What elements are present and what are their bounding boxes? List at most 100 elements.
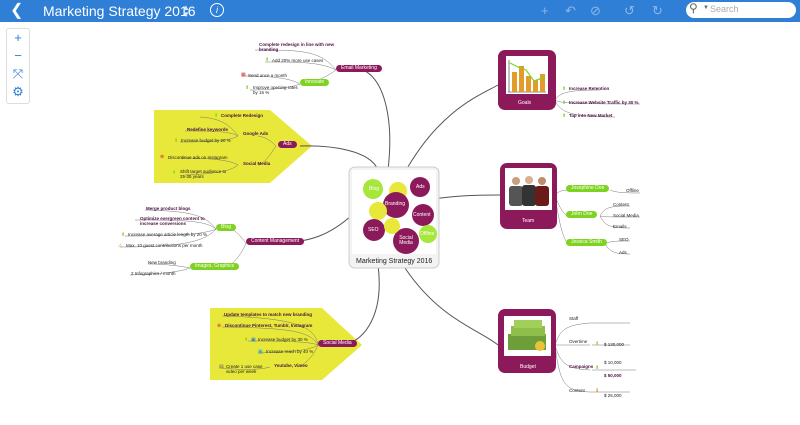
email-item-redesign[interactable]: Complete redesign in line with new brand… bbox=[259, 42, 335, 52]
budget-label[interactable]: Budget bbox=[520, 364, 536, 370]
budget-money-image bbox=[508, 320, 546, 351]
connect-icon[interactable]: ↶ bbox=[565, 3, 576, 18]
ads-item-budget[interactable]: Increase budget by 20 % bbox=[181, 138, 231, 143]
social-item-reach[interactable]: Increase reach by 40 % bbox=[266, 349, 314, 354]
social-highlight bbox=[210, 308, 362, 380]
content-item-evergreen[interactable]: Optimize evergreen content to increase c… bbox=[140, 216, 205, 226]
arrow-up-icon-7: ⬆ bbox=[244, 337, 249, 343]
sub-connectors bbox=[119, 49, 641, 393]
role-seo[interactable]: SEO bbox=[619, 237, 629, 242]
email-item-frequency[interactable]: Send once a month bbox=[248, 73, 288, 78]
team-label[interactable]: Team bbox=[522, 218, 535, 224]
role-emails[interactable]: Emails bbox=[613, 224, 627, 229]
budget-overtime-value[interactable]: $ 10,000 bbox=[604, 360, 622, 365]
arrow-up-icon-12: ⬆ bbox=[595, 365, 600, 371]
content-management-node[interactable]: Content Management bbox=[246, 238, 305, 245]
arrow-up-icon-10: ⬆ bbox=[562, 113, 567, 119]
budget-staff[interactable]: Staff bbox=[569, 316, 579, 321]
bubble-branding: Branding bbox=[385, 201, 406, 207]
budget-content[interactable]: Content bbox=[569, 388, 585, 393]
settings-icon[interactable]: ⚙ bbox=[12, 84, 24, 99]
goals-label[interactable]: Goals bbox=[518, 100, 532, 106]
youtube-vimeo-node[interactable]: Youtube, Vimeo bbox=[274, 363, 308, 368]
social-item-discontinue[interactable]: Discontinue Pinterest, Tumblr, Instagram bbox=[225, 323, 313, 328]
arrow-up-icon-9: ⬆ bbox=[562, 100, 567, 106]
bubble-content: Content bbox=[413, 212, 431, 218]
ads-item-instagram[interactable]: Discontinue ads on Instagram bbox=[168, 155, 228, 160]
undo-icon[interactable]: ↺ bbox=[624, 3, 635, 18]
role-ads[interactable]: Ads bbox=[619, 250, 627, 255]
cancel-icon-2: ⊗ bbox=[217, 323, 222, 329]
role-content[interactable]: Content bbox=[613, 202, 629, 207]
content-item-length[interactable]: Increase average article length by 20 % bbox=[128, 232, 208, 237]
arrow-up-icon: ⬆ bbox=[265, 57, 270, 63]
email-marketing-node[interactable]: Email Marketing bbox=[336, 65, 382, 72]
member-jessica[interactable]: Jessica Smith bbox=[566, 239, 607, 246]
role-social-media[interactable]: Social Media bbox=[613, 213, 639, 218]
chevron-down-icon[interactable]: ▼ bbox=[703, 5, 709, 11]
social-item-budget[interactable]: Increase budget by 30 % bbox=[258, 337, 308, 342]
ads-item-redesign[interactable]: Complete Redesign bbox=[221, 113, 264, 118]
search-input[interactable]: Search bbox=[710, 4, 739, 14]
blog-node[interactable]: Blog bbox=[216, 224, 237, 231]
zoom-controls: + − ⤧ ⚙ bbox=[6, 28, 30, 104]
zoom-out-icon[interactable]: − bbox=[14, 48, 22, 63]
goal-retention[interactable]: Increase Retention bbox=[569, 86, 610, 91]
arrow-down-icon: ⬇ bbox=[595, 388, 600, 394]
title-menu-icon[interactable]: ▲▼ bbox=[182, 3, 190, 19]
video-icon: ▤ bbox=[219, 364, 224, 370]
arrow-up-icon-11: ⬆ bbox=[595, 341, 600, 347]
content-item-infographics[interactable]: 2 Infographics / month bbox=[131, 271, 176, 276]
calendar-icon: ▦ bbox=[241, 72, 246, 78]
bubble-social-media: Social Media bbox=[399, 235, 413, 246]
twitter-icon: ▣ bbox=[251, 337, 256, 343]
goals-chart-image bbox=[508, 60, 546, 93]
ads-item-target[interactable]: Shift target audience to 25-35 years bbox=[180, 169, 227, 179]
bubble-offline: Offline bbox=[420, 231, 435, 237]
arrow-up-icon-4: ⬆ bbox=[174, 138, 179, 144]
warning-icon: ⚠ bbox=[118, 243, 123, 249]
social-item-video[interactable]: Create 1 use case video per week bbox=[226, 364, 263, 374]
arrow-up-icon-6: ⬆ bbox=[121, 232, 126, 238]
bubble-blog: Blog bbox=[369, 186, 380, 192]
email-item-opening-rates[interactable]: Improve opening rates by 15 % bbox=[253, 85, 298, 95]
fit-icon[interactable]: ⤧ bbox=[12, 66, 24, 81]
center-bubbles bbox=[363, 177, 437, 254]
goal-new-market[interactable]: Tap into New Market bbox=[569, 113, 613, 118]
ads-item-keywords[interactable]: Redefine keywords bbox=[187, 127, 229, 132]
chevron-left-icon[interactable]: ❮ bbox=[10, 2, 24, 19]
goal-traffic[interactable]: Increase Website Traffic by 30 % bbox=[569, 100, 639, 105]
social-item-templates[interactable]: Update templates to match new branding bbox=[224, 312, 313, 317]
innovate-node[interactable]: Innovate bbox=[300, 79, 330, 86]
google-ads-node[interactable]: Google Ads bbox=[243, 131, 269, 136]
delete-icon[interactable]: ⊘ bbox=[590, 3, 601, 18]
bubble-seo: SEO bbox=[368, 227, 379, 233]
role-offline[interactable]: Offline bbox=[626, 188, 639, 193]
member-john[interactable]: John Doe bbox=[566, 211, 598, 218]
email-item-use-cases[interactable]: Add 20% more use cases bbox=[272, 58, 324, 63]
budget-content-value[interactable]: $ 25,000 bbox=[604, 393, 622, 398]
arrow-up-icon-3: ⬆ bbox=[214, 113, 219, 119]
zoom-in-icon[interactable]: + bbox=[14, 30, 22, 45]
content-item-merge[interactable]: Merge product blogs bbox=[146, 206, 191, 211]
add-icon[interactable]: + bbox=[541, 3, 549, 18]
center-title[interactable]: Marketing Strategy 2016 bbox=[356, 258, 433, 265]
content-item-guest[interactable]: Max. 10 guest contributions per month bbox=[126, 243, 203, 248]
arrow-up-icon-2: ⬆ bbox=[245, 85, 250, 91]
search-box[interactable]: ⚲ ▼ Search bbox=[686, 1, 796, 18]
document-title[interactable]: Marketing Strategy 2016 bbox=[43, 3, 196, 19]
redo-icon[interactable]: ↻ bbox=[652, 3, 663, 18]
search-icon: ⚲ bbox=[689, 1, 698, 15]
ads-node[interactable]: Ads bbox=[278, 141, 297, 148]
info-icon[interactable]: i bbox=[210, 3, 224, 17]
budget-overtime[interactable]: Overtime bbox=[569, 339, 588, 344]
budget-campaigns[interactable]: Campaigns bbox=[569, 364, 594, 369]
budget-staff-value[interactable]: $ 130,000 bbox=[604, 342, 625, 347]
budget-campaigns-value[interactable]: $ 50,000 bbox=[604, 373, 622, 378]
social-media-node[interactable]: Social Media bbox=[318, 340, 357, 347]
arrow-up-icon-5: ⬆ bbox=[172, 170, 177, 176]
images-graphics-node[interactable]: Images, Graphics bbox=[190, 263, 240, 270]
social-media-ads-node[interactable]: Social Media bbox=[243, 161, 271, 166]
member-josephine[interactable]: Josephine Doe bbox=[566, 185, 610, 192]
content-item-branding[interactable]: New branding bbox=[148, 260, 176, 265]
